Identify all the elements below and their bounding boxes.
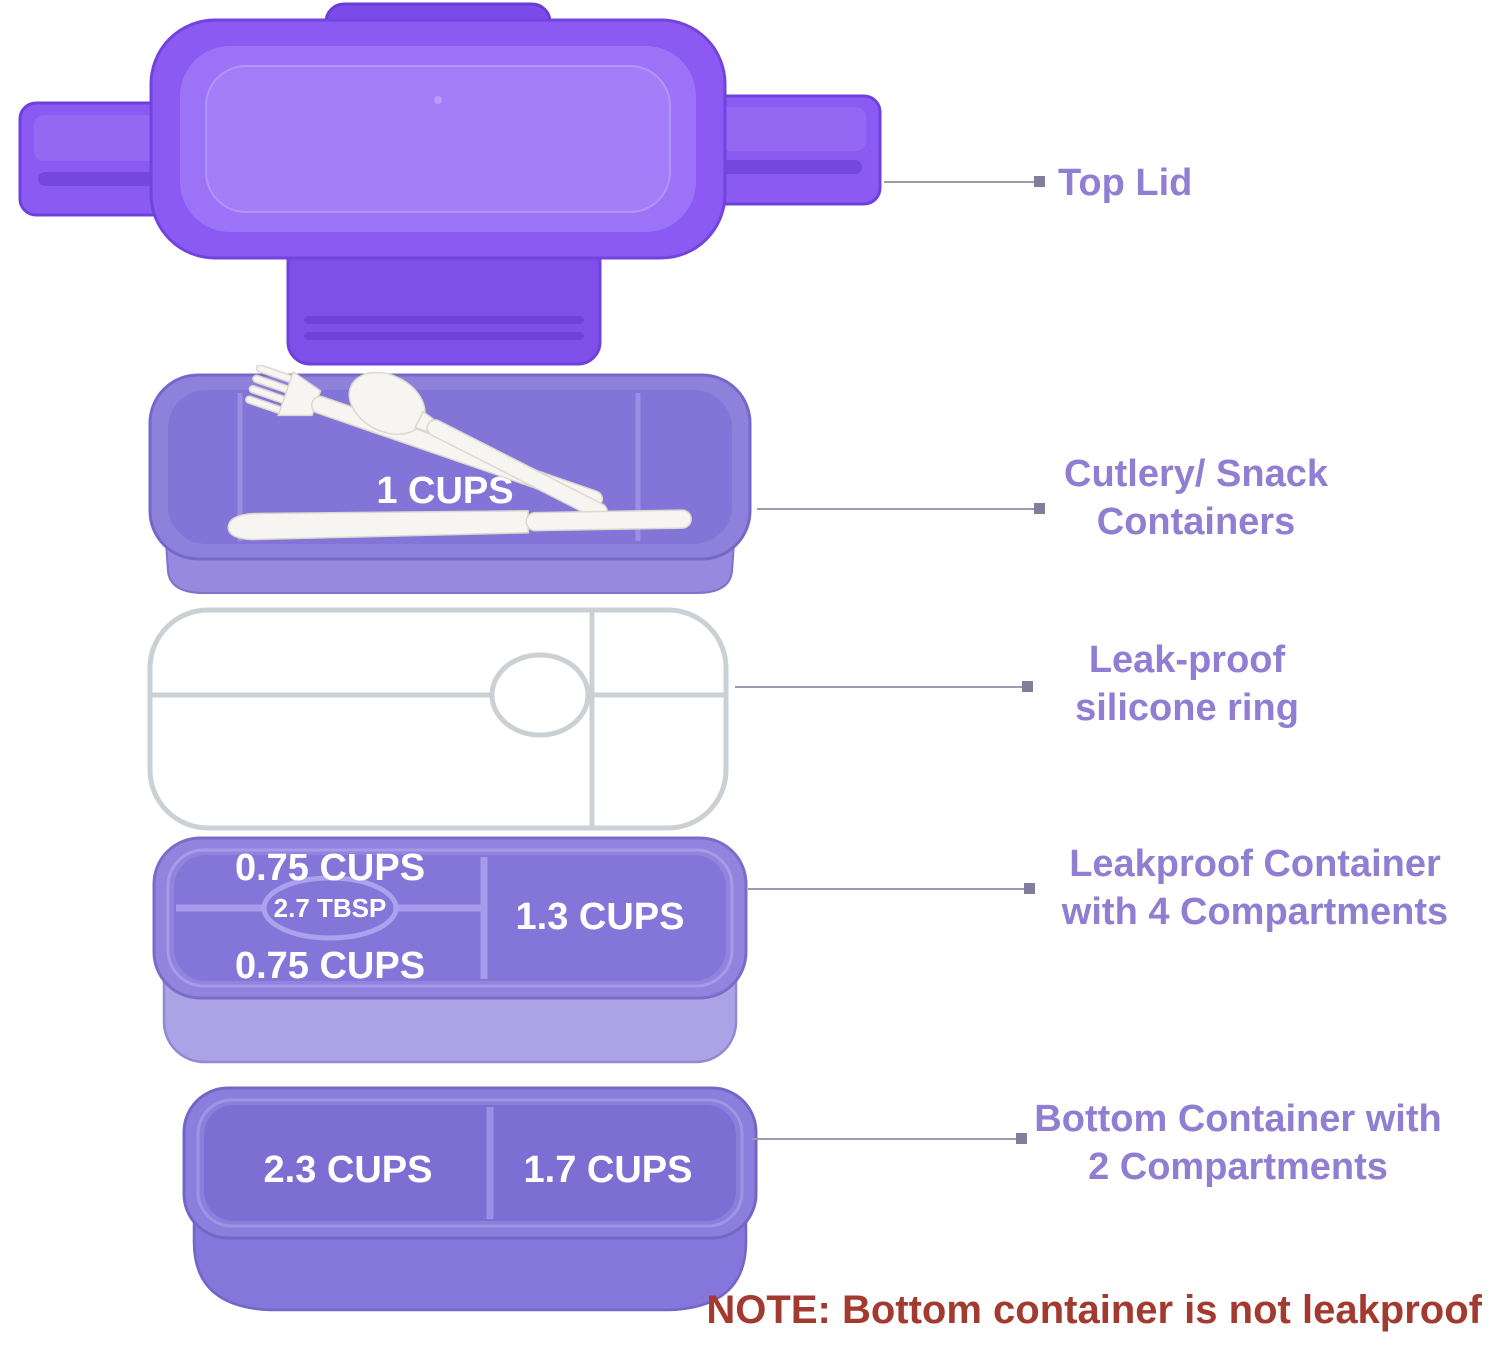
callout-label-line: Bottom Container with xyxy=(1034,1098,1442,1140)
top-lid-illustration xyxy=(18,2,882,366)
knife-icon xyxy=(227,509,692,541)
callout-bottom-container: Bottom Container with 2 Compartments xyxy=(1028,1096,1448,1192)
bottom-container-illustration: 2.3 CUPS 1.7 CUPS xyxy=(182,1086,758,1312)
silicone-ring-illustration xyxy=(147,607,729,831)
lid-left-latch xyxy=(18,101,174,217)
bottom-container-body xyxy=(182,1086,758,1312)
callout-label-line: with 4 Compartments xyxy=(1061,890,1449,933)
callout-label-line: Containers xyxy=(1096,500,1296,543)
callout-line-leakproof-container xyxy=(748,888,1024,890)
tray-capacity-label: 1 CUPS xyxy=(376,470,513,512)
callout-silicone-ring: Leak-proof silicone ring xyxy=(1037,637,1337,733)
four-comp-right-capacity: 1.3 CUPS xyxy=(516,896,685,938)
callout-label-line: Leakproof Container xyxy=(1069,843,1441,885)
callout-dot-leakproof-container xyxy=(1024,883,1035,894)
bottom-left-capacity: 2.3 CUPS xyxy=(264,1149,433,1191)
four-compartment-container-illustration: 0.75 CUPS 2.7 TBSP 0.75 CUPS 1.3 CUPS xyxy=(152,836,748,1064)
callout-line-bottom-container xyxy=(752,1138,1016,1140)
cutlery-tray-illustration: 1 CUPS xyxy=(148,365,752,594)
spoon-icon xyxy=(348,371,608,521)
callout-top-lid: Top Lid xyxy=(1058,160,1378,208)
bottom-right-capacity: 1.7 CUPS xyxy=(524,1149,693,1191)
callout-label-line: silicone ring xyxy=(1075,686,1299,729)
callout-label-line: Leak-proof xyxy=(1088,639,1286,681)
leakproof-note: NOTE: Bottom container is not leakproof xyxy=(706,1288,1482,1332)
four-comp-bottom-left-capacity: 0.75 CUPS xyxy=(235,945,425,987)
callout-dot-cutlery xyxy=(1034,503,1045,514)
callout-dot-top-lid xyxy=(1034,176,1045,187)
callout-dot-bottom-container xyxy=(1016,1133,1027,1144)
lid-body xyxy=(149,18,727,260)
callout-line-silicone-ring xyxy=(735,686,1022,688)
callout-cutlery-containers: Cutlery/ Snack Containers xyxy=(1046,451,1346,547)
ring-outline xyxy=(147,607,729,831)
callout-line-top-lid xyxy=(884,181,1034,183)
callout-dot-silicone-ring xyxy=(1022,681,1033,692)
callout-leakproof-container: Leakproof Container with 4 Compartments xyxy=(1040,841,1470,937)
four-compartment-body xyxy=(152,836,748,1064)
four-comp-center-capacity: 2.7 TBSP xyxy=(274,893,387,923)
callout-label-line: 2 Compartments xyxy=(1088,1145,1388,1188)
callout-line-cutlery xyxy=(757,508,1034,510)
four-comp-top-left-capacity: 0.75 CUPS xyxy=(235,847,425,889)
callout-label-line: Cutlery/ Snack xyxy=(1064,453,1328,495)
callout-label-line: Top Lid xyxy=(1058,162,1193,204)
lid-right-latch xyxy=(696,94,882,206)
